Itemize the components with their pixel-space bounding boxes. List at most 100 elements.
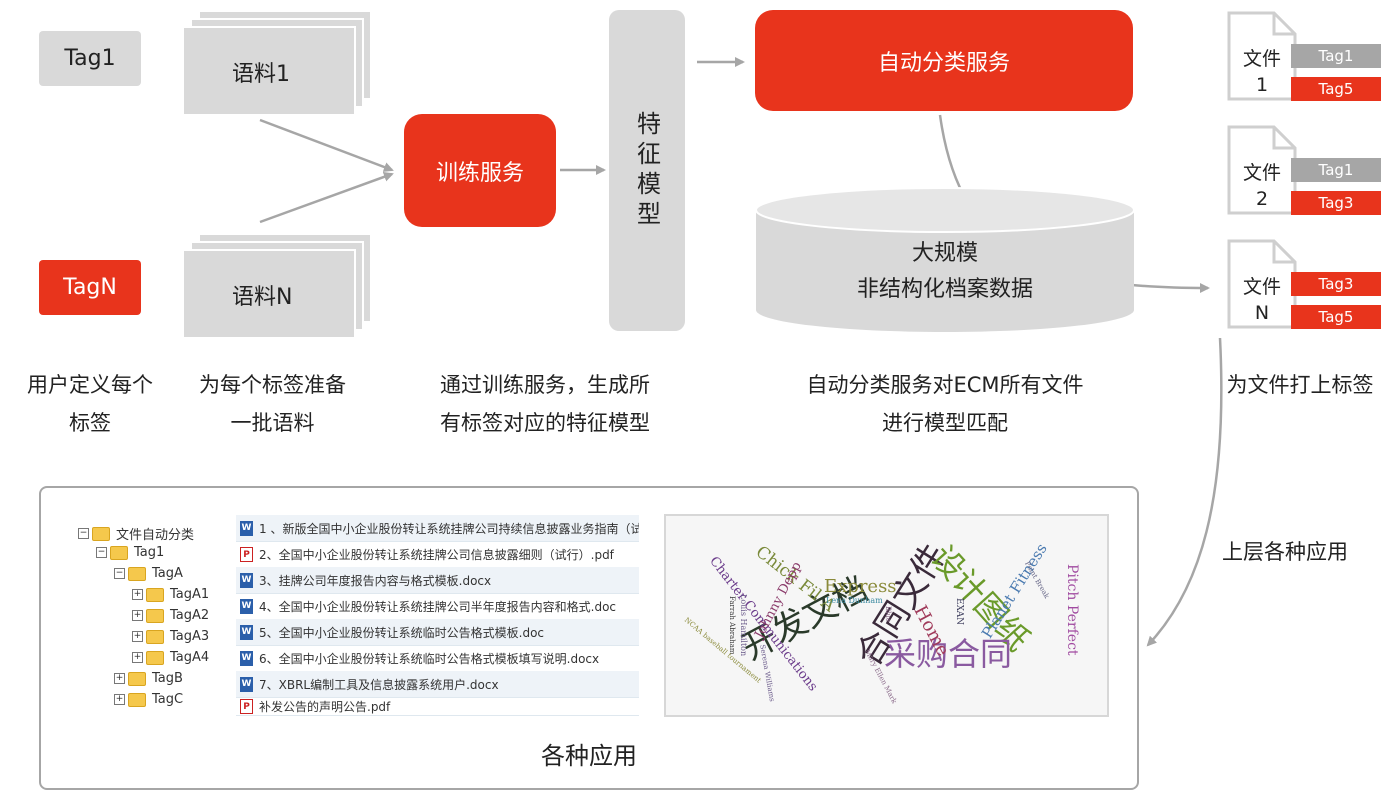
caption-define-tags-line1: 用户定义每个 <box>27 373 153 397</box>
file-list-row[interactable]: P 补发公告的声明公告.pdf <box>236 697 639 716</box>
tree-node-label: TagA <box>152 566 183 581</box>
tree-node-label: 文件自动分类 <box>116 528 195 543</box>
expand-icon[interactable]: + <box>132 589 143 600</box>
pdf-icon: P <box>240 546 253 562</box>
fileN-tag-b: Tag5 <box>1291 305 1381 329</box>
tagN-box: TagN <box>39 260 141 315</box>
file2-tag-a: Tag1 <box>1291 158 1381 182</box>
word-doc-icon: W <box>240 624 253 640</box>
upper-apps-label: 上层各种应用 <box>1222 540 1348 564</box>
word-doc-icon: W <box>240 598 253 614</box>
fileN-tag-a: Tag3 <box>1291 272 1381 296</box>
applications-title: 各种应用 <box>541 742 637 770</box>
expand-icon[interactable]: + <box>114 673 125 684</box>
training-service-label: 训练服务 <box>435 160 524 186</box>
folder-icon <box>146 629 164 644</box>
file-list-row[interactable]: W 1 、新版全国中小企业股份转让系统挂牌公司持续信息披露业务指南（试 <box>236 515 639 542</box>
tree-node[interactable]: +TagA2 <box>132 608 209 623</box>
folder-icon <box>128 671 146 686</box>
tree-node-label: Tag1 <box>134 545 165 560</box>
tree-node-label: TagA4 <box>170 650 210 665</box>
tree-node-label: TagB <box>152 671 183 686</box>
expand-icon[interactable]: + <box>132 652 143 663</box>
caption-label-files-line1: 为文件打上标签 <box>1226 373 1374 397</box>
applications-panel <box>39 486 1139 790</box>
big-data-line1: 大规模 <box>911 241 978 266</box>
tree-node-label: TagC <box>152 692 184 707</box>
tag1-box: Tag1 <box>39 31 141 86</box>
caption-train-line1: 通过训练服务，生成所 <box>440 373 650 397</box>
tree-node[interactable]: +TagA1 <box>132 587 209 602</box>
tree-node-label: TagA3 <box>170 629 210 644</box>
file1-tag-b: Tag5 <box>1291 77 1381 101</box>
auto-classify-service-label: 自动分类服务 <box>877 50 1010 76</box>
caption-label-files: 为文件打上标签 <box>1205 366 1395 404</box>
file-list-name: 补发公告的声明公告.pdf <box>259 699 391 714</box>
training-service-box: 训练服务 <box>404 114 556 227</box>
cloud-word: Blue <box>884 606 892 623</box>
word-doc-icon: W <box>240 520 253 536</box>
folder-icon <box>146 608 164 623</box>
caption-prepare-corpus-line1: 为每个标签准备 <box>199 373 346 397</box>
file-list-name: 7、XBRL编制工具及信息披露系统用户.docx <box>259 677 499 692</box>
file2-tag-b: Tag3 <box>1291 191 1381 215</box>
corpusN-label: 语料N <box>232 285 293 310</box>
arrow-files-to-apps <box>1146 337 1223 647</box>
arrow-corpusN-to-training <box>259 172 394 224</box>
big-data-cylinder <box>755 187 1135 332</box>
caption-match-line2: 进行模型匹配 <box>882 411 1008 435</box>
pdf-icon: P <box>240 698 253 714</box>
big-data-text: 大规模 非结构化档案数据 <box>754 236 1136 308</box>
caption-prepare-corpus-line2: 一批语料 <box>230 411 315 435</box>
arrow-corpus1-to-training <box>259 118 394 172</box>
folder-icon <box>128 692 146 707</box>
tree-node[interactable]: − Tag1 <box>96 545 164 560</box>
collapse-icon[interactable]: − <box>96 547 107 558</box>
file-list-name: 3、挂牌公司年度报告内容与格式模板.docx <box>259 573 492 588</box>
auto-classify-service-box: 自动分类服务 <box>755 10 1133 111</box>
feature-model-label: 特征模型 <box>632 110 661 231</box>
caption-define-tags-line2: 标签 <box>69 411 111 435</box>
collapse-icon[interactable]: − <box>78 528 89 539</box>
tree-node[interactable]: + TagA4 <box>132 650 209 665</box>
corpus1-label: 语料1 <box>232 62 290 87</box>
folder-icon <box>92 526 110 541</box>
tree-node[interactable]: − TagA <box>114 566 183 581</box>
file-list-name: 2、全国中小企业股份转让系统挂牌公司信息披露细则（试行）.pdf <box>259 547 614 562</box>
file-list-name: 1 、新版全国中小企业股份转让系统挂牌公司持续信息披露业务指南（试 <box>259 521 639 536</box>
tree-node[interactable]: + TagC <box>114 692 183 707</box>
collapse-icon[interactable]: − <box>114 568 125 579</box>
cloud-word: 采购合同 <box>884 635 1013 673</box>
cloud-word: Pitch Perfect <box>1064 564 1080 656</box>
cloud-word: Lena Dunham <box>826 596 883 605</box>
big-data-line2: 非结构化档案数据 <box>856 277 1033 302</box>
caption-define-tags: 用户定义每个 标签 <box>10 366 170 442</box>
file-list-name: 6、全国中小企业股份转让系统临时公告格式模板填写说明.docx <box>259 651 600 666</box>
cloud-word: Louis Hamilton <box>739 594 748 657</box>
expand-icon[interactable]: + <box>132 610 143 621</box>
file-list-row[interactable]: W 4、全国中小企业股份转让系统挂牌公司半年度报告内容和格式.doc <box>236 593 639 620</box>
caption-prepare-corpus: 为每个标签准备 一批语料 <box>180 366 365 442</box>
caption-match-line1: 自动分类服务对ECM所有文件 <box>806 373 1084 397</box>
tag1-label: Tag1 <box>64 46 116 71</box>
file2-name-line2: 2 <box>1255 188 1269 210</box>
folder-icon <box>110 545 128 560</box>
feature-model-box: 特征模型 <box>609 10 685 331</box>
caption-match: 自动分类服务对ECM所有文件 进行模型匹配 <box>770 366 1120 442</box>
expand-icon[interactable]: + <box>132 631 143 642</box>
tagN-label: TagN <box>63 275 117 300</box>
tree-node[interactable]: + TagB <box>114 671 183 686</box>
file1-name-line2: 1 <box>1255 74 1269 96</box>
tree-node[interactable]: + TagA3 <box>132 629 209 644</box>
file-list-row[interactable]: P 2、全国中小企业股份转让系统挂牌公司信息披露细则（试行）.pdf <box>236 541 639 568</box>
expand-icon[interactable]: + <box>114 694 125 705</box>
file-list-name: 4、全国中小企业股份转让系统挂牌公司半年度报告内容和格式.doc <box>259 599 617 614</box>
tree-node[interactable]: − 文件自动分类 <box>78 524 194 543</box>
cloud-word: Farrah Abraham <box>728 596 736 655</box>
caption-train-line2: 有标签对应的特征模型 <box>440 411 650 435</box>
caption-train: 通过训练服务，生成所 有标签对应的特征模型 <box>410 366 680 442</box>
